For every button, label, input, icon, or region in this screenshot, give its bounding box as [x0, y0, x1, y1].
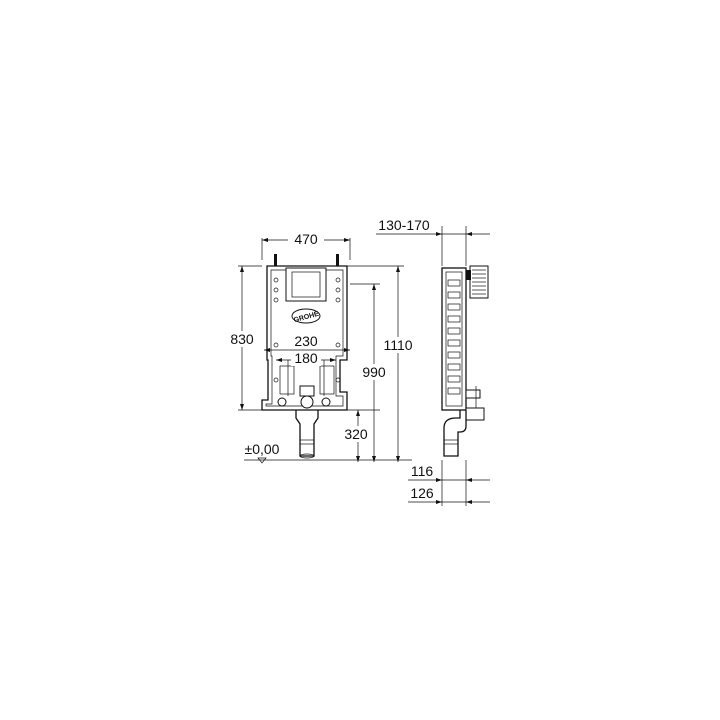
front-view: GROHE: [261, 254, 348, 459]
fixing-rod-right: [336, 254, 339, 266]
drain-pipe: [295, 410, 319, 457]
side-frame: [441, 267, 467, 411]
inner-channel-right: [319, 365, 335, 395]
dim-470: 470: [294, 231, 318, 247]
dim-126: 126: [410, 485, 434, 501]
fixing-holes: [273, 277, 341, 383]
side-drain-elbow: [443, 410, 467, 457]
flush-plate-cutout: [285, 267, 327, 302]
floor-marker-icon: [257, 457, 267, 464]
front-dimensions: 470 830 230 180 1110: [228, 230, 414, 464]
side-rungs: [447, 279, 461, 395]
dim-130-170: 130-170: [378, 217, 430, 233]
flush-plate-inner: [291, 271, 321, 298]
side-view: [441, 265, 489, 457]
dim-230: 230: [294, 333, 318, 349]
side-dimensions: 130-170 116 126: [376, 217, 490, 506]
dim-320: 320: [344, 426, 368, 442]
dim-1110: 1110: [383, 337, 412, 353]
inner-channel: [279, 365, 295, 395]
floor-level-label: ±0,00: [245, 441, 280, 457]
fixing-rod-left: [274, 254, 277, 266]
drain-bracket: [299, 385, 315, 397]
cistern-ribs: [472, 269, 486, 295]
dim-830: 830: [230, 331, 254, 347]
frame-inner-outline: [265, 269, 344, 407]
grohe-logo: GROHE: [291, 308, 321, 324]
dim-116: 116: [411, 463, 434, 479]
dim-990: 990: [362, 364, 386, 380]
dim-180: 180: [294, 350, 318, 366]
